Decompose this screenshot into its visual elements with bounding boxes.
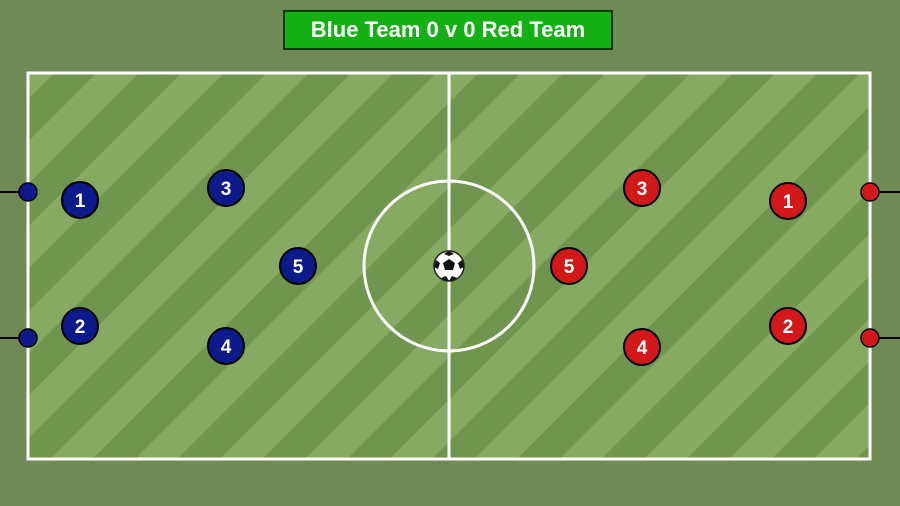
blue-player-1[interactable]: 1: [61, 181, 99, 219]
blue-player-5[interactable]: 5: [279, 247, 317, 285]
red-player-5[interactable]: 5: [550, 247, 588, 285]
player-number: 3: [221, 179, 232, 200]
away-team-name: Red Team: [481, 17, 586, 42]
red-player-1[interactable]: 1: [769, 182, 807, 220]
blue-goal: [0, 191, 28, 339]
red-player-4[interactable]: 4: [623, 328, 661, 366]
blue-player-2[interactable]: 2: [61, 307, 99, 345]
center-circle: [362, 179, 536, 353]
goal-post-icon: [860, 182, 880, 202]
soccer-ball-icon[interactable]: [433, 250, 465, 282]
away-score: 0: [463, 17, 476, 42]
player-number: 5: [293, 257, 304, 278]
player-number: 4: [221, 337, 232, 358]
home-score: 0: [426, 17, 439, 42]
red-player-2[interactable]: 2: [769, 307, 807, 345]
goal-post-icon: [18, 328, 38, 348]
player-number: 3: [637, 179, 648, 200]
player-number: 5: [564, 257, 575, 278]
player-number: 2: [75, 317, 86, 338]
score-separator: v: [444, 17, 458, 42]
goal-post-icon: [18, 182, 38, 202]
player-number: 4: [637, 338, 648, 359]
blue-player-3[interactable]: 3: [207, 169, 245, 207]
blue-player-4[interactable]: 4: [207, 327, 245, 365]
home-team-name: Blue Team: [310, 17, 421, 42]
player-number: 1: [783, 192, 794, 213]
player-number: 1: [75, 191, 86, 212]
goal-post-icon: [860, 328, 880, 348]
player-number: 2: [783, 317, 794, 338]
red-player-3[interactable]: 3: [623, 169, 661, 207]
red-goal: [870, 191, 900, 339]
scoreboard: Blue Team 0 v 0 Red Team: [283, 10, 613, 50]
